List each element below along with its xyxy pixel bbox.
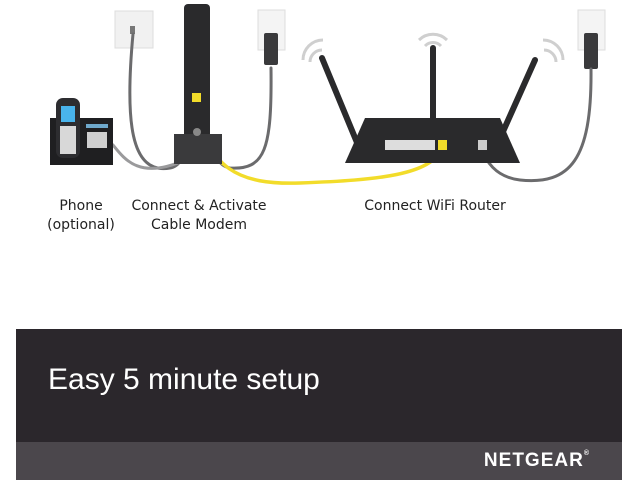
wifi-signal-icon: [301, 32, 565, 63]
setup-illustration: [50, 4, 606, 185]
power-outlet-icon: [257, 9, 286, 65]
modem-label: Connect & Activate Cable Modem: [124, 197, 274, 235]
brand-name: NETGEAR: [483, 450, 584, 471]
modem-label-line2: Cable Modem: [151, 217, 247, 233]
phone-label-line1: Phone: [59, 198, 103, 214]
phone-label-line2: (optional): [47, 217, 115, 233]
registered-mark: ®: [583, 450, 590, 457]
banner-title: Easy 5 minute setup: [48, 363, 320, 396]
phone-icon: [50, 98, 113, 165]
promo-banner: Easy 5 minute setup NETGEAR®: [16, 329, 622, 480]
banner-bottom: NETGEAR®: [16, 442, 622, 480]
router-label: Connect WiFi Router: [364, 198, 506, 214]
phone-label: Phone (optional): [38, 197, 124, 235]
wall-plate-icon: [114, 10, 154, 49]
power-outlet-icon: [577, 9, 606, 69]
modem-label-line1: Connect & Activate: [131, 198, 267, 214]
wifi-router-icon: [319, 45, 538, 163]
cable-modem-icon: [174, 4, 222, 164]
netgear-logo: NETGEAR®: [484, 450, 590, 472]
banner-top: Easy 5 minute setup: [16, 329, 622, 442]
